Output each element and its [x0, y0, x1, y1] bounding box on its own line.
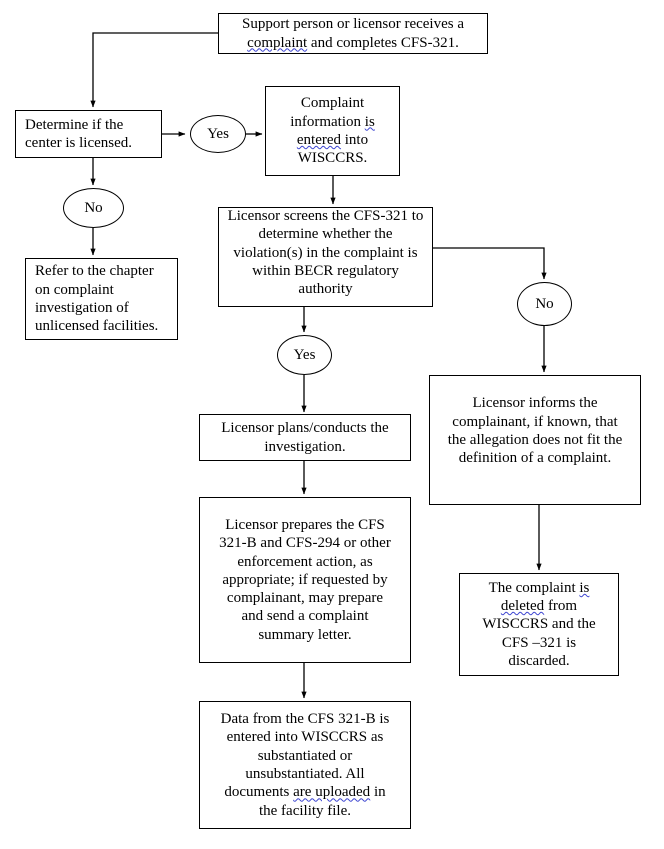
decision-yes-becr-label: Yes: [293, 346, 316, 363]
connector-screening-to-no2: [433, 247, 547, 280]
decision-yes-licensed-label: Yes: [207, 125, 229, 142]
connector-intake-to-determine: [90, 32, 218, 108]
decision-no-becr-label: No: [535, 295, 554, 312]
decision-no-licensed-label: No: [84, 199, 103, 216]
decision-yes-becr[interactable]: Yes: [277, 335, 332, 375]
decision-no-licensed[interactable]: No: [63, 188, 124, 228]
decision-no-becr[interactable]: No: [517, 282, 572, 326]
decision-yes-licensed[interactable]: Yes: [190, 115, 246, 153]
